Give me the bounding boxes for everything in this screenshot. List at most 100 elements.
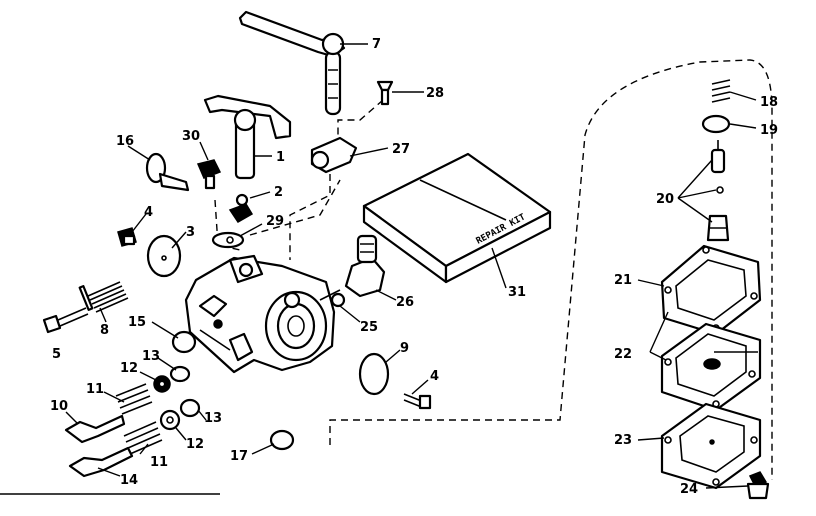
leader-22 [649, 311, 758, 361]
callout-17: 17 [230, 449, 248, 464]
callout-19: 19 [760, 123, 778, 138]
callout-10: 10 [50, 399, 68, 414]
screw-28 [376, 80, 394, 106]
alignment-line-body [249, 179, 341, 236]
leader-2 [249, 191, 271, 199]
leader-10 [65, 411, 79, 425]
callout-25: 25 [360, 320, 378, 335]
kit-boundary-dashed [329, 59, 773, 480]
leader-8 [99, 307, 107, 323]
leader-24 [705, 485, 749, 489]
pump-gasket-21 [660, 244, 762, 336]
callout-12-lower: 12 [186, 437, 204, 452]
leader-21 [637, 279, 665, 287]
callout-11-lower: 11 [150, 455, 168, 470]
pump-diaphragm-22 [660, 322, 762, 412]
leader-4a [131, 213, 147, 233]
callout-4-upper: 4 [144, 205, 153, 220]
callout-24: 24 [680, 482, 698, 497]
screw-5 [42, 307, 89, 334]
spring-18 [711, 79, 731, 103]
fuel-elbow-26 [344, 234, 386, 298]
leader-4b [411, 379, 429, 395]
throttle-disc-9 [358, 352, 390, 396]
leader-18 [729, 91, 757, 101]
callout-2: 2 [274, 185, 283, 200]
callout-29: 29 [266, 214, 284, 229]
callout-16: 16 [116, 134, 134, 149]
callout-31: 31 [508, 285, 526, 300]
shaft-bushing-27 [310, 136, 358, 174]
leader-9 [385, 349, 401, 363]
leader-25 [339, 305, 361, 323]
leader-3 [171, 231, 187, 249]
spring-8 [78, 281, 129, 313]
idle-needle-10 [64, 383, 153, 444]
pump-cover-23 [660, 402, 762, 490]
callout-14: 14 [120, 473, 138, 488]
carburetor-body [184, 254, 341, 374]
callout-28: 28 [426, 86, 444, 101]
cup-plug-17 [269, 429, 295, 451]
callout-15: 15 [128, 315, 146, 330]
callout-11-upper: 11 [86, 382, 104, 397]
leader-23 [637, 437, 665, 441]
leader-17 [251, 443, 275, 455]
callout-26: 26 [396, 295, 414, 310]
callout-8: 8 [100, 323, 109, 338]
callout-23: 23 [614, 433, 632, 448]
callout-21: 21 [614, 273, 632, 288]
choke-disc-3 [146, 234, 182, 278]
leader-16 [127, 145, 151, 161]
callout-18: 18 [760, 95, 778, 110]
leader-12a [139, 371, 157, 381]
clip-2 [228, 193, 254, 223]
screw-24 [746, 471, 770, 500]
felt-seal-16 [145, 152, 190, 192]
washer-12-lower [159, 409, 181, 431]
choke-bracket [203, 94, 292, 180]
main-needle-14 [68, 421, 163, 478]
leader-12b [175, 427, 187, 441]
leader-11a [103, 391, 125, 403]
callout-3: 3 [186, 225, 195, 240]
callout-1: 1 [276, 150, 285, 165]
callout-7: 7 [372, 37, 381, 52]
alignment-line-shaft [289, 150, 331, 260]
callout-9: 9 [400, 341, 409, 356]
screw-4-lower [403, 393, 432, 410]
callout-20: 20 [656, 192, 674, 207]
callout-12-upper: 12 [120, 361, 138, 376]
screw-30 [196, 159, 222, 190]
washer-12-upper [153, 375, 171, 393]
callout-13-upper: 13 [142, 349, 160, 364]
leader-13b [197, 409, 207, 421]
leader-20 [677, 159, 717, 223]
throttle-plate-29 [211, 231, 245, 249]
leader-30 [199, 141, 209, 161]
plug-15 [171, 330, 197, 354]
gasket-ring-19 [701, 114, 731, 134]
oring-25 [330, 292, 346, 308]
leader-31 [491, 247, 507, 289]
repair-kit-carton: REPAIR KIT [362, 152, 552, 284]
callout-27: 27 [392, 142, 410, 157]
leader-29 [239, 223, 263, 237]
callout-13-lower: 13 [204, 411, 222, 426]
inlet-valve-parts-20 [706, 140, 730, 242]
leader-13a [157, 357, 177, 371]
callout-30: 30 [182, 129, 200, 144]
leader-19 [729, 123, 757, 129]
screw-4-upper [117, 227, 137, 247]
packing-13-lower [179, 398, 201, 418]
leader-11b [139, 443, 149, 455]
alignment-line-plate [214, 199, 241, 251]
callout-5: 5 [52, 347, 61, 362]
leader-15 [151, 321, 179, 339]
throttle-lever [238, 10, 346, 116]
leader-27 [349, 147, 389, 157]
leader-26 [375, 289, 397, 301]
callout-4-lower: 4 [430, 369, 439, 384]
leader-14 [97, 467, 121, 477]
